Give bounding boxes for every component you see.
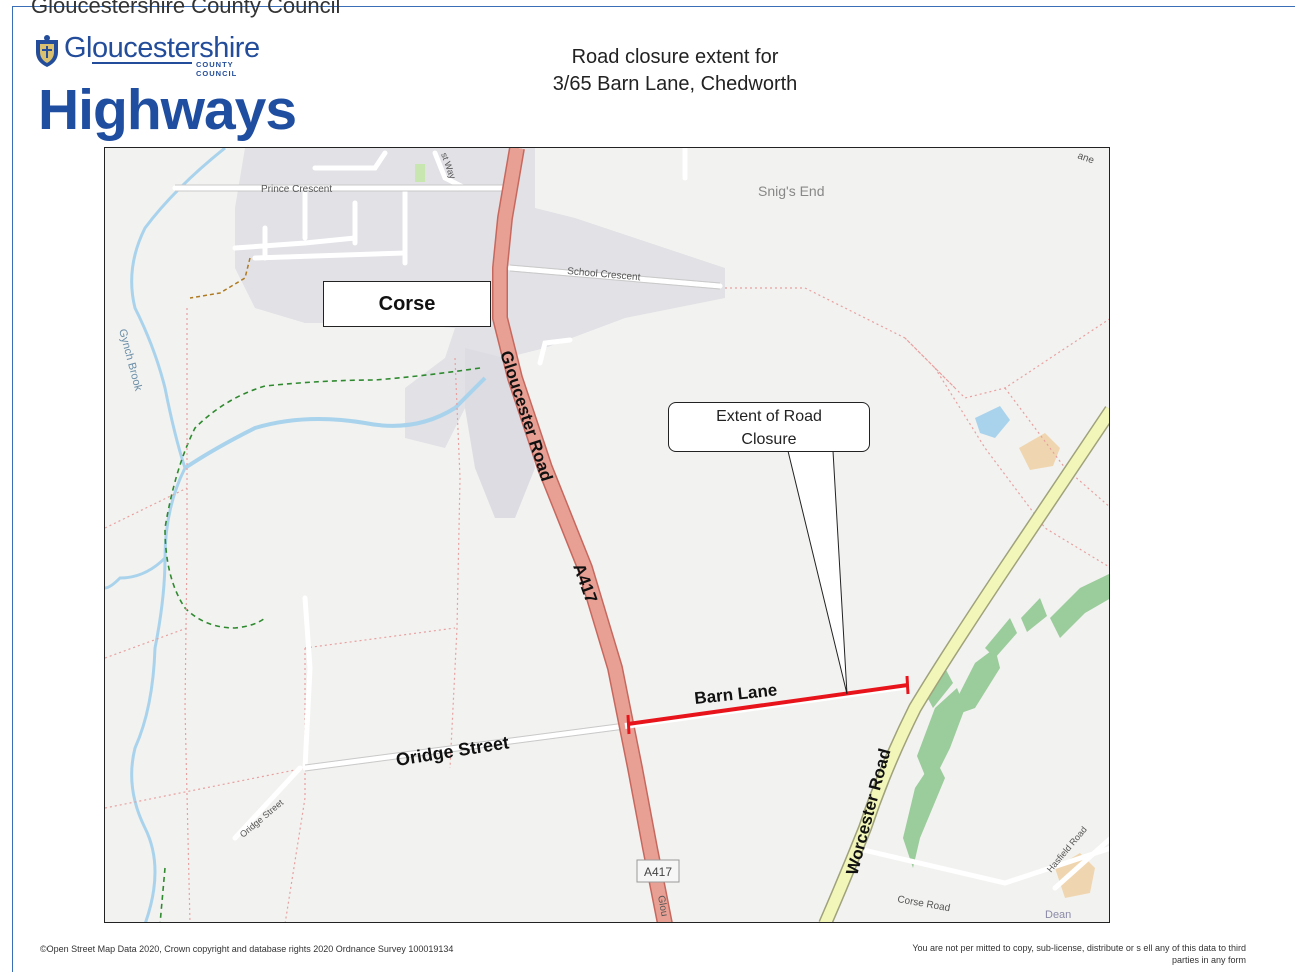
org-sub: COUNTY COUNCIL (196, 60, 238, 78)
callout-pointer (787, 450, 848, 695)
closure-end-west (626, 714, 631, 735)
woodland-3 (947, 648, 1000, 718)
label-oridge-street: Oridge Street (394, 732, 510, 770)
stream-2 (183, 376, 487, 470)
woodland-5 (1021, 598, 1047, 632)
page-title: Road closure extent for 3/65 Barn Lane, … (480, 44, 870, 98)
title-line-1: Road closure extent for (571, 46, 779, 68)
label-corse-road: Corse Road (896, 894, 950, 914)
label-lane-fragment: ane (1076, 150, 1096, 166)
gcc-logo: Gloucestershire COUNTY COUNCIL (32, 32, 272, 78)
callout-line-2: Closure (741, 431, 797, 448)
worcester-road-fill (819, 406, 1109, 922)
title-line-2: 3/65 Barn Lane, Chedworth (552, 73, 798, 95)
callout-line-1: Extent of Road (716, 408, 822, 425)
a417-shield (636, 859, 680, 883)
gloucester-road-fill (493, 148, 672, 922)
label-oridge-street-small: Oridge Street (238, 797, 286, 839)
boundaries (105, 287, 1109, 922)
stream-3 (130, 557, 167, 922)
place-name-box: Corse (323, 281, 491, 327)
pond (975, 406, 1010, 438)
licence-notice: You are not per mitted to copy, sub-lice… (800, 942, 1246, 966)
woodland-2 (903, 758, 945, 868)
minor-roads (172, 148, 1109, 891)
gynch-brook (105, 148, 226, 590)
label-glou-fragment: Glou (655, 895, 670, 918)
woodland-7 (925, 668, 953, 708)
licence-line-2: parties in any form (1171, 955, 1246, 965)
label-dean: Dean (1045, 909, 1071, 921)
map-canvas: A417 Prince Crescent School Crescent Sni… (105, 148, 1109, 922)
footpath-green-2 (159, 867, 166, 922)
closure-callout: Extent of Road Closure (668, 402, 870, 452)
footpath-green (164, 367, 481, 629)
label-a417: A417 (569, 561, 601, 606)
copyright-notice: ©Open Street Map Data 2020, Crown copyri… (40, 944, 454, 954)
closure-end-east (905, 675, 910, 695)
green-patch (415, 164, 425, 182)
a417-shield-label: A417 (644, 865, 672, 879)
woodland-6 (1050, 573, 1109, 638)
building-pale (1019, 433, 1060, 470)
woodland-4 (985, 618, 1017, 658)
licence-line-1: You are not per mitted to copy, sub-lice… (912, 943, 1246, 953)
minor-road-casing (175, 184, 721, 772)
footpath-orange (189, 257, 251, 299)
map-panel: A417 Prince Crescent School Crescent Sni… (104, 147, 1110, 923)
org-name: Gloucestershire (64, 32, 260, 64)
road-closure-line (627, 683, 909, 726)
crest-icon (36, 35, 58, 67)
label-snigs-end: Snig's End (758, 183, 825, 199)
department-name: Highways (38, 78, 297, 142)
logo-rule (92, 62, 192, 64)
label-prince-crescent: Prince Crescent (261, 184, 332, 195)
top-banner-text: Gloucestershire County Council (31, 0, 341, 18)
page-frame: Gloucestershire County Council (12, 0, 1295, 972)
label-gynch-brook: Gynch Brook (116, 328, 144, 393)
